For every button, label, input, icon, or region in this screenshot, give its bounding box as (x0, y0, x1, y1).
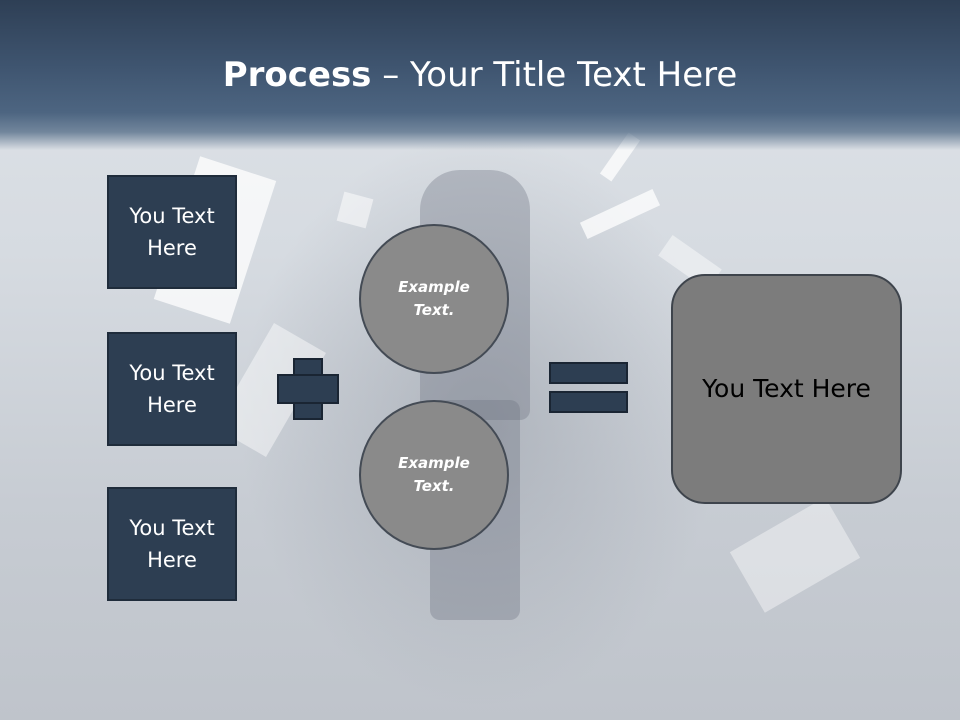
slide-title: Process – Your Title Text Here (0, 52, 960, 98)
background-paper (336, 191, 374, 229)
equals-icon-top-bar (549, 362, 628, 384)
example-circle-1[interactable]: Example Text. (359, 224, 509, 374)
example-circle-2[interactable]: Example Text. (359, 400, 509, 550)
title-rest: – Your Title Text Here (371, 55, 738, 95)
background-paper (729, 497, 861, 613)
text-box-1[interactable]: You Text Here (107, 175, 237, 289)
equals-icon-bottom-bar (549, 391, 628, 413)
text-box-2[interactable]: You Text Here (107, 332, 237, 446)
circle-label: Example Text. (398, 454, 470, 495)
text-box-label: You Text Here (129, 204, 215, 260)
title-bold: Process (222, 55, 372, 95)
text-box-label: You Text Here (129, 516, 215, 572)
background-paper (579, 188, 661, 240)
result-label: You Text Here (702, 374, 871, 403)
title-band (0, 0, 960, 150)
plus-icon-center (295, 376, 321, 402)
text-box-3[interactable]: You Text Here (107, 487, 237, 601)
circle-label: Example Text. (398, 278, 470, 319)
result-box[interactable]: You Text Here (671, 274, 902, 504)
text-box-label: You Text Here (129, 361, 215, 417)
